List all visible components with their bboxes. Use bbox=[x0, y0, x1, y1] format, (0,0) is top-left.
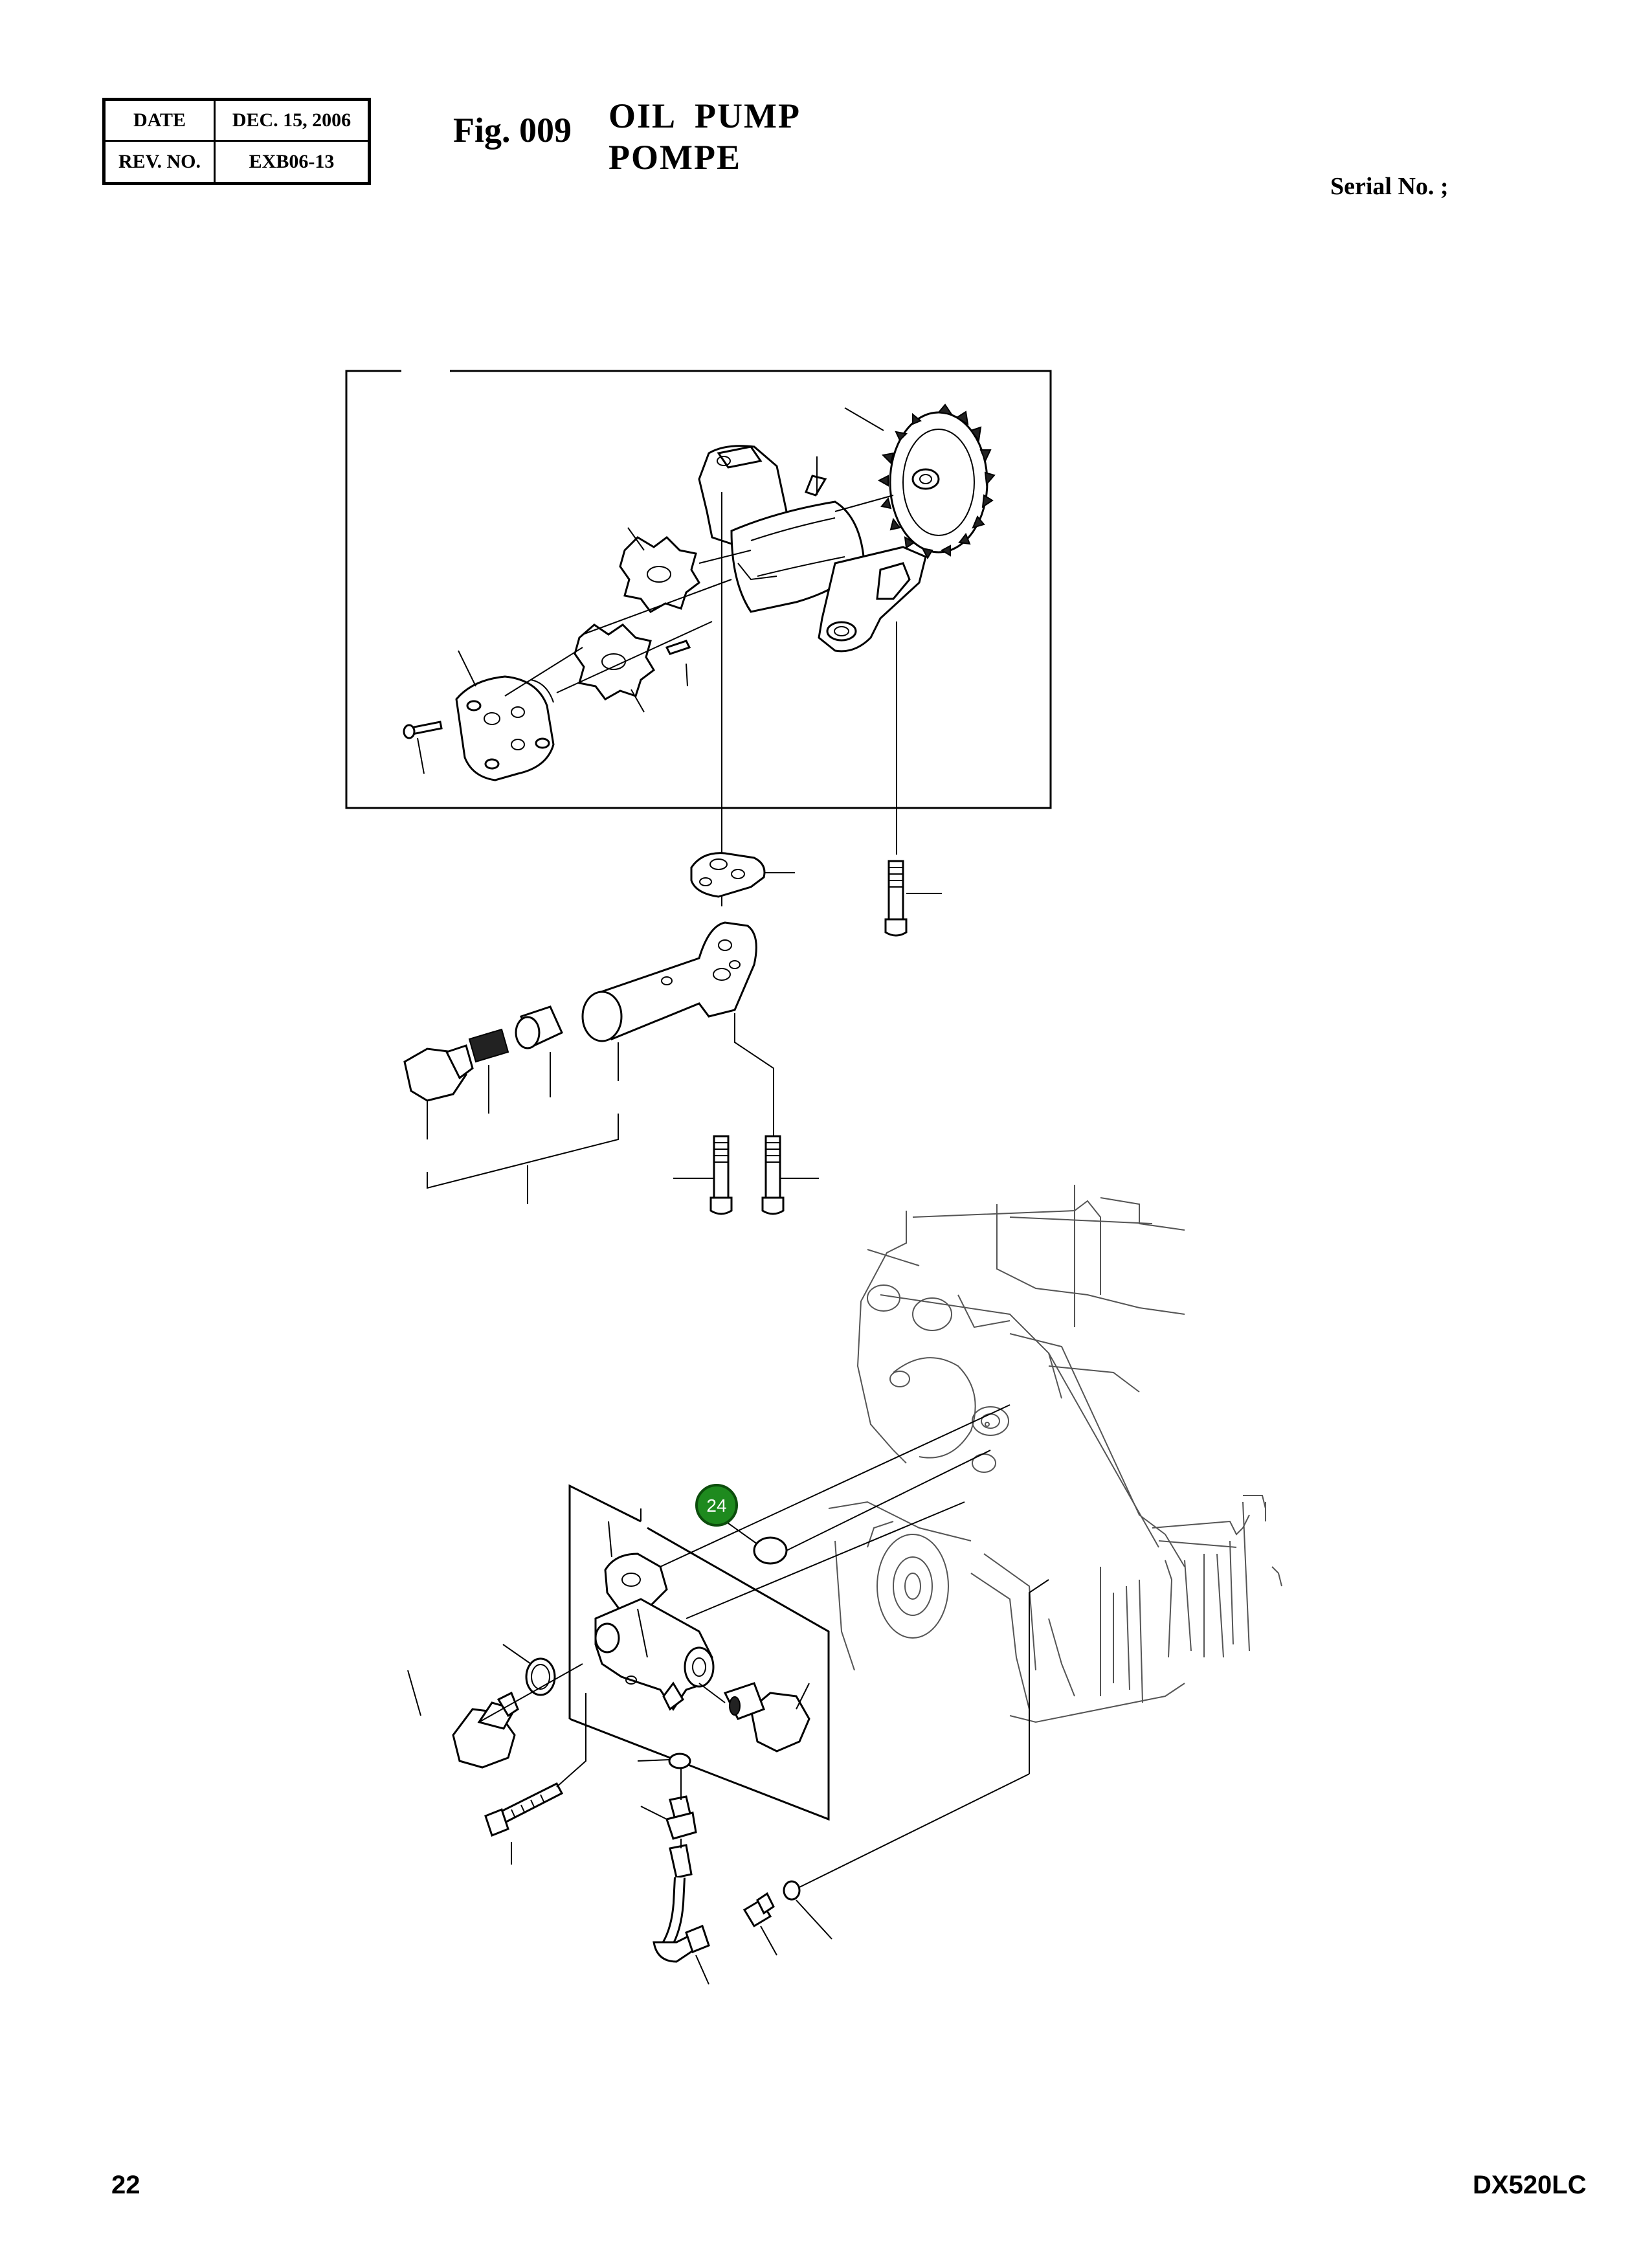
revision-table: DATE DEC. 15, 2006 REV. NO. EXB06-13 bbox=[102, 98, 371, 185]
oil-pipe bbox=[653, 1844, 710, 1963]
small-o-ring bbox=[668, 1753, 691, 1769]
flange-bolt bbox=[484, 1782, 564, 1837]
banjo-bolt-left bbox=[452, 1691, 519, 1769]
mounting-bolt-upper bbox=[884, 860, 942, 937]
title-french: POMPE bbox=[608, 138, 741, 177]
pump-body-lower bbox=[594, 1552, 715, 1711]
small-o-ring-right bbox=[783, 1880, 801, 1901]
snap-ring-left bbox=[525, 1657, 556, 1696]
union-fitting bbox=[742, 1892, 775, 1928]
rev-label: REV. NO. bbox=[106, 141, 216, 182]
lower-leader-lines bbox=[407, 1404, 1049, 1985]
relief-valve-leaders bbox=[427, 1013, 774, 1204]
rotor-lower bbox=[574, 623, 655, 700]
pipe-adapter bbox=[665, 1795, 697, 1840]
title-english: OIL PUMP bbox=[608, 96, 801, 135]
revision-row-rev: REV. NO. EXB06-13 bbox=[106, 141, 368, 182]
o-ring-24 bbox=[753, 1536, 788, 1565]
revision-row-date: DATE DEC. 15, 2006 bbox=[106, 101, 368, 142]
callout-24-label: 24 bbox=[706, 1496, 726, 1516]
upper-leader-lines bbox=[417, 407, 897, 906]
engine-block bbox=[828, 1185, 1282, 1723]
pump-cover-plate bbox=[455, 675, 555, 781]
callout-24[interactable]: 24 bbox=[695, 1484, 738, 1527]
serial-number: Serial No. ; bbox=[1330, 173, 1449, 200]
drive-gear bbox=[877, 403, 996, 560]
relief-valve-plug bbox=[403, 1044, 474, 1102]
model-name: DX520LC bbox=[1473, 2171, 1587, 2199]
rev-value: EXB06-13 bbox=[249, 150, 335, 172]
mounting-bolts-pair bbox=[673, 1135, 819, 1215]
upper-assembly-frame bbox=[345, 370, 1052, 809]
lower-assembly-frame bbox=[568, 1484, 830, 1821]
date-value: DEC. 15, 2006 bbox=[232, 109, 352, 131]
page-number: 22 bbox=[111, 2171, 140, 2199]
relief-valve-spring bbox=[468, 1028, 509, 1063]
date-label: DATE bbox=[106, 101, 216, 140]
pump-body-upper bbox=[698, 445, 927, 653]
figure-number: Fig. 009 bbox=[453, 111, 572, 150]
dowel-pin bbox=[665, 640, 691, 655]
banjo-bolt-right bbox=[723, 1682, 810, 1753]
relief-valve-piston bbox=[515, 1005, 563, 1049]
cover-screw bbox=[403, 721, 443, 739]
rotor-upper bbox=[619, 536, 700, 613]
gasket-plate bbox=[690, 852, 795, 898]
relief-valve-housing bbox=[581, 921, 757, 1042]
